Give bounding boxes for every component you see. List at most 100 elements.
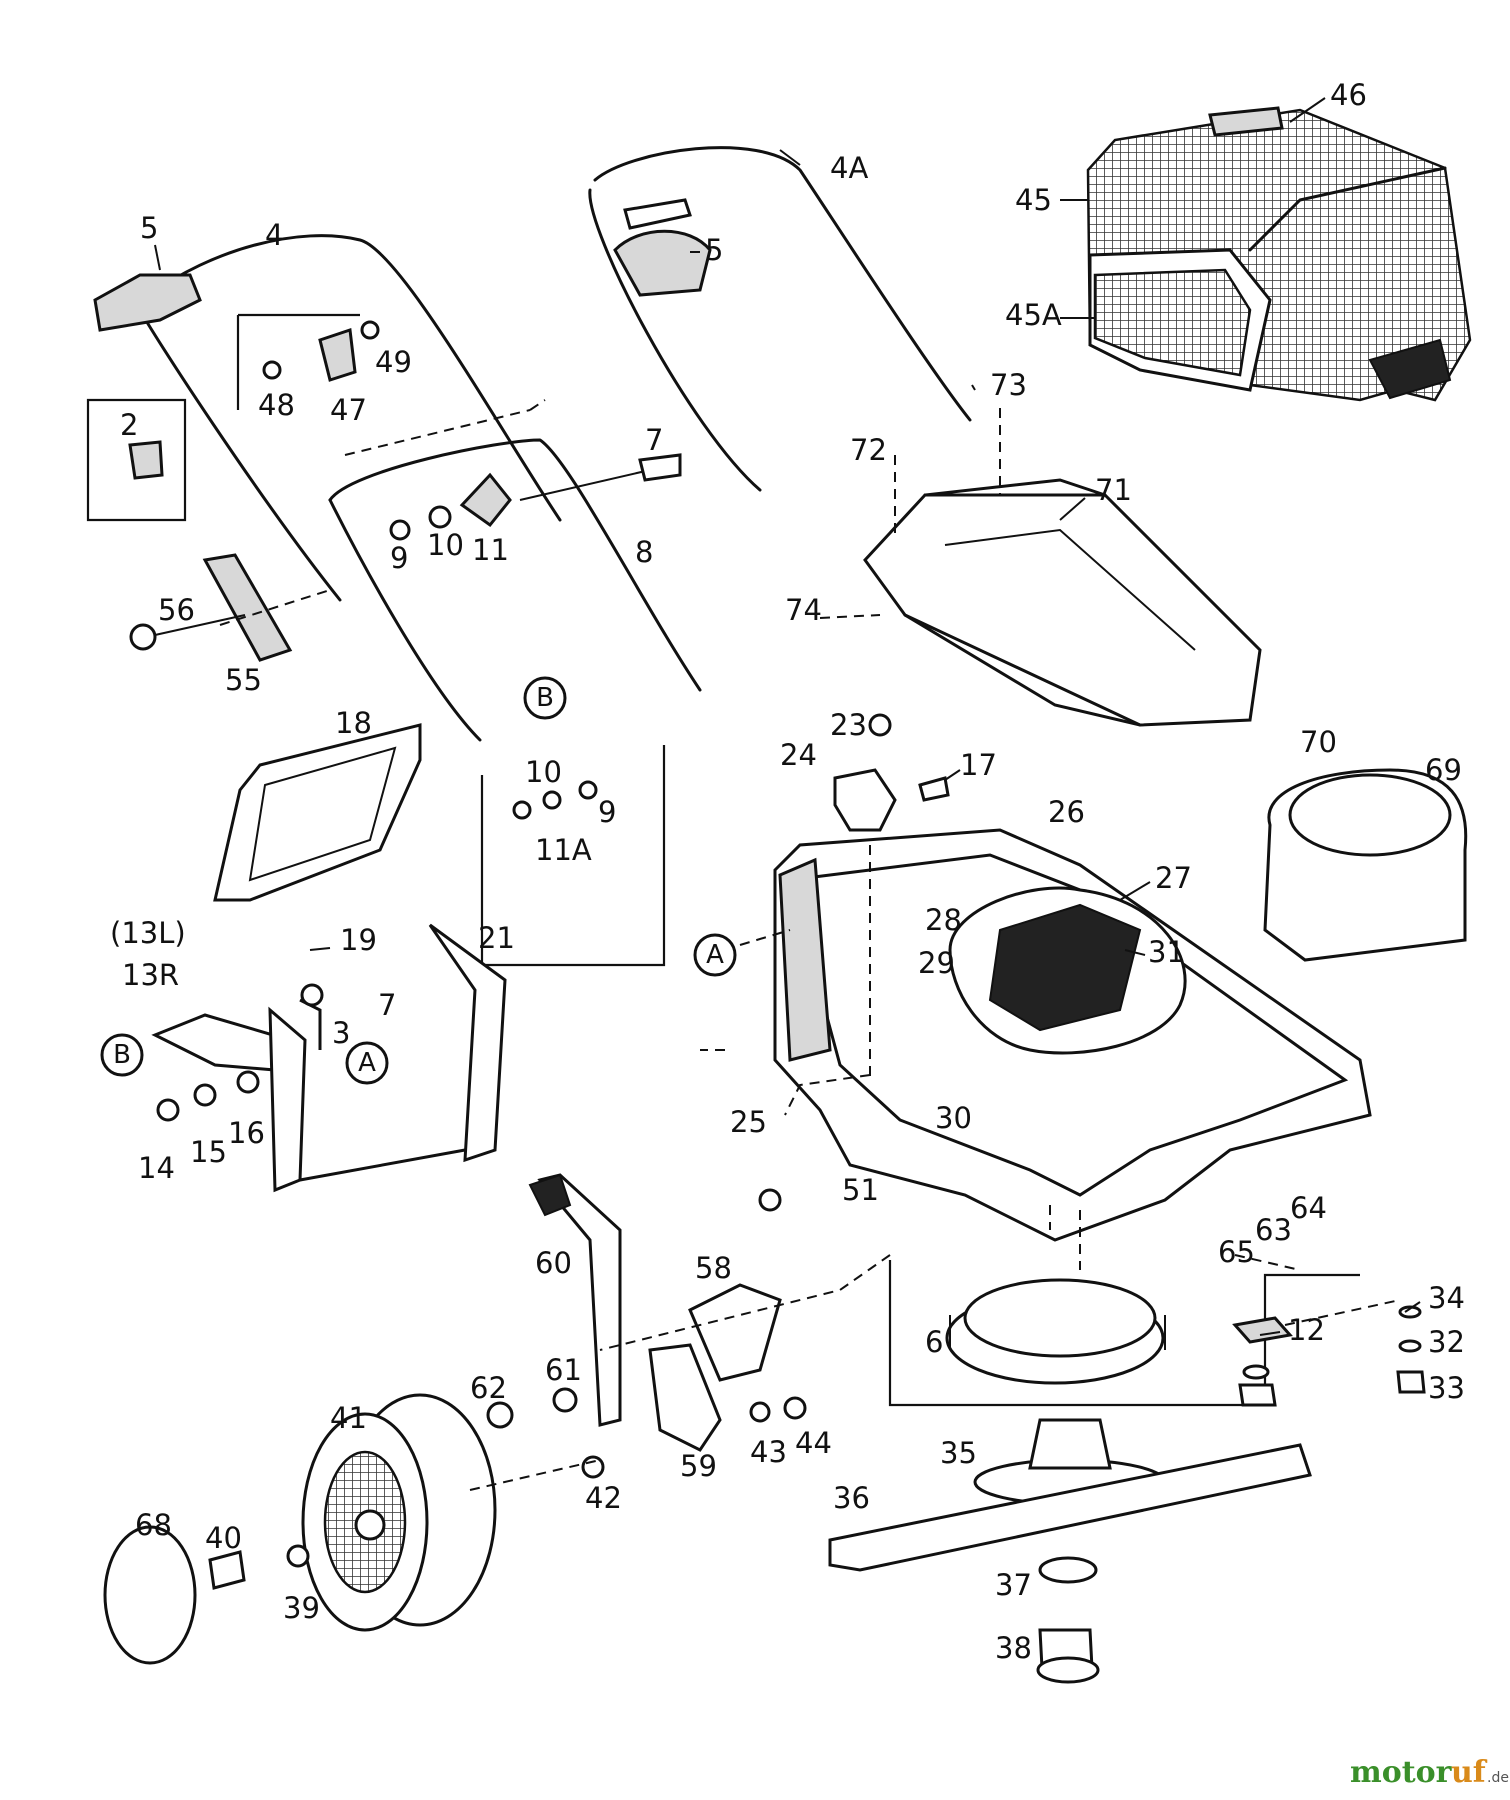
label-part-61: 61 bbox=[545, 1353, 582, 1387]
label-part-42: 42 bbox=[585, 1481, 622, 1515]
label-part-14: 14 bbox=[138, 1151, 175, 1185]
ref-circle-a-bracket bbox=[345, 1041, 389, 1085]
watermark-brand-a: motor bbox=[1350, 1755, 1453, 1790]
label-part-37: 37 bbox=[995, 1568, 1032, 1602]
label-part-71: 71 bbox=[1095, 473, 1132, 507]
label-part-13r: 13R bbox=[122, 958, 179, 992]
ref-a-deck: A bbox=[706, 940, 724, 970]
label-part-33: 33 bbox=[1428, 1371, 1465, 1405]
handle-4a bbox=[588, 146, 972, 492]
leader-lines bbox=[154, 97, 1421, 1336]
label-part-49: 49 bbox=[375, 345, 412, 379]
part-11a-box bbox=[480, 745, 666, 967]
label-part-56: 56 bbox=[158, 593, 195, 627]
label-part-39: 39 bbox=[283, 1591, 320, 1625]
label-part-11a: 11A bbox=[535, 833, 592, 867]
label-part-13l: (13L) bbox=[110, 916, 186, 950]
label-part-10a: 10 bbox=[427, 528, 464, 562]
label-part-6: 6 bbox=[925, 1325, 943, 1359]
label-part-23: 23 bbox=[830, 708, 867, 742]
label-part-2: 2 bbox=[120, 408, 138, 442]
label-part-40: 40 bbox=[205, 1521, 242, 1555]
label-part-63: 63 bbox=[1255, 1213, 1292, 1247]
mower-deck-51 bbox=[773, 828, 1372, 1242]
label-part-18: 18 bbox=[335, 706, 372, 740]
rear-bracket bbox=[151, 923, 507, 1193]
label-part-70: 70 bbox=[1300, 725, 1337, 759]
reference-markers: A A B B bbox=[100, 676, 737, 1085]
watermark-brand-b: uf bbox=[1451, 1755, 1488, 1790]
switch-parts bbox=[758, 713, 950, 1212]
label-part-34: 34 bbox=[1428, 1281, 1465, 1315]
label-part-43: 43 bbox=[750, 1435, 787, 1469]
label-part-19: 19 bbox=[340, 923, 377, 957]
label-part-5b: 5 bbox=[705, 233, 723, 267]
label-part-8: 8 bbox=[635, 535, 653, 569]
label-part-65: 65 bbox=[1218, 1235, 1255, 1269]
label-part-21: 21 bbox=[478, 921, 515, 955]
label-part-38: 38 bbox=[995, 1631, 1032, 1665]
label-part-36: 36 bbox=[833, 1481, 870, 1515]
part-labels: 5 4 4A 5 46 45 45A 49 48 47 2 7 73 72 71… bbox=[110, 78, 1465, 1665]
part-2-box bbox=[86, 398, 187, 522]
ref-circle-a-deck bbox=[693, 933, 737, 977]
flap-18 bbox=[213, 723, 422, 902]
clamp-parts bbox=[389, 453, 682, 541]
watermark: motor uf .de bbox=[1350, 1755, 1509, 1790]
lower-handle-8 bbox=[328, 438, 702, 742]
label-part-9b: 9 bbox=[598, 795, 616, 829]
label-part-55: 55 bbox=[225, 663, 262, 697]
label-part-7b: 7 bbox=[378, 988, 396, 1022]
label-part-68: 68 bbox=[135, 1508, 172, 1542]
label-part-4a: 4A bbox=[830, 151, 868, 185]
label-part-51: 51 bbox=[842, 1173, 879, 1207]
blade-assembly bbox=[828, 1260, 1360, 1684]
label-part-30: 30 bbox=[935, 1101, 972, 1135]
label-part-73: 73 bbox=[990, 368, 1027, 402]
label-part-35: 35 bbox=[940, 1436, 977, 1470]
label-part-9a: 9 bbox=[390, 541, 408, 575]
label-part-24: 24 bbox=[780, 738, 817, 772]
label-part-3: 3 bbox=[332, 1016, 350, 1050]
ref-a-bracket: A bbox=[358, 1048, 376, 1078]
label-part-12: 12 bbox=[1288, 1313, 1325, 1347]
label-part-10b: 10 bbox=[525, 755, 562, 789]
label-part-26: 26 bbox=[1048, 795, 1085, 829]
height-adjuster bbox=[129, 553, 293, 662]
label-part-59: 59 bbox=[680, 1449, 717, 1483]
label-part-45: 45 bbox=[1015, 183, 1052, 217]
label-part-41: 41 bbox=[330, 1401, 367, 1435]
cover-69 bbox=[1263, 768, 1468, 962]
watermark-tld: .de bbox=[1487, 1770, 1509, 1786]
label-part-64: 64 bbox=[1290, 1191, 1327, 1225]
wheel-bracket bbox=[486, 1173, 807, 1479]
ref-circle-b-bracket bbox=[100, 1033, 144, 1077]
label-part-60: 60 bbox=[535, 1246, 572, 1280]
label-part-29: 29 bbox=[918, 946, 955, 980]
label-part-72: 72 bbox=[850, 433, 887, 467]
assembly-lines bbox=[219, 399, 1401, 1491]
label-part-69: 69 bbox=[1425, 753, 1462, 787]
ref-b-bracket: B bbox=[113, 1040, 131, 1070]
label-part-15: 15 bbox=[190, 1135, 227, 1169]
label-part-32: 32 bbox=[1428, 1325, 1465, 1359]
label-part-44: 44 bbox=[795, 1426, 832, 1460]
label-part-58: 58 bbox=[695, 1251, 732, 1285]
label-part-28: 28 bbox=[925, 903, 962, 937]
nut-washer-stack bbox=[1232, 1305, 1426, 1407]
motor-hood-71 bbox=[863, 478, 1262, 727]
label-part-62: 62 bbox=[470, 1371, 507, 1405]
label-part-4: 4 bbox=[265, 218, 283, 252]
label-part-16: 16 bbox=[228, 1116, 265, 1150]
label-part-47: 47 bbox=[330, 393, 367, 427]
handle-4 bbox=[93, 234, 562, 602]
label-part-74: 74 bbox=[785, 593, 822, 627]
label-part-46: 46 bbox=[1330, 78, 1367, 112]
label-part-11: 11 bbox=[472, 533, 509, 567]
ref-b-handle: B bbox=[536, 683, 554, 713]
label-part-7a: 7 bbox=[645, 423, 663, 457]
grass-catcher bbox=[1086, 106, 1472, 402]
label-part-31: 31 bbox=[1148, 935, 1185, 969]
handle-clamp-group bbox=[236, 313, 380, 410]
